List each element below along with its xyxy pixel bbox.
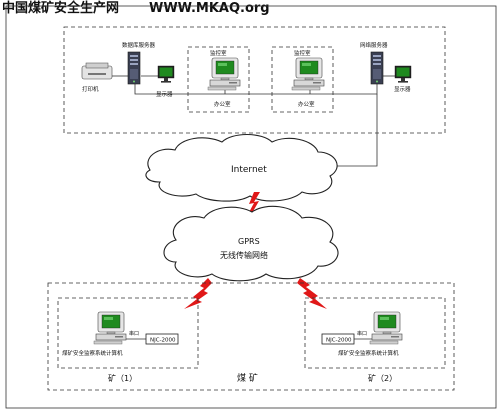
mine1-caption: 矿（1）	[108, 373, 137, 383]
lightning-bolt-icon-1	[245, 192, 260, 227]
mine2-computer-label: 煤矿安全监察系统计算机	[338, 349, 399, 357]
office2-computer-icon	[291, 57, 325, 91]
mine2-box	[304, 297, 446, 369]
mine2-port-label: 串口	[357, 331, 367, 337]
lightning-bolt-icon-2	[184, 278, 212, 309]
printer-icon	[81, 62, 113, 80]
office1-computer-icon	[207, 57, 241, 91]
internet-uplink	[328, 94, 378, 167]
office1-sub: 办公室	[214, 100, 231, 108]
outer-frame	[5, 5, 497, 409]
coal-mine-boundary	[47, 282, 455, 391]
mine2-caption: 矿（2）	[368, 373, 397, 383]
site-url: WWW.MKAQ.org	[149, 1, 270, 16]
gprs-label-2: 无线传输网络	[220, 250, 268, 260]
mine2-device-label: NJC-2000	[326, 338, 352, 344]
coal-mine-label: 煤 矿	[237, 372, 258, 384]
gprs-cloud	[163, 205, 339, 282]
mine1-device-label: NJC-2000	[150, 338, 176, 344]
web-server-icon	[370, 51, 384, 85]
db-monitor-label: 显示器	[156, 91, 173, 98]
office-lan-line	[134, 84, 378, 95]
site-name: 中国煤矿安全生产网	[2, 0, 119, 16]
office2-title: 监控室	[294, 49, 311, 57]
db-monitor-icon	[157, 65, 175, 84]
internet-cloud	[145, 133, 338, 202]
office-network-boundary	[63, 26, 446, 134]
web-monitor-icon	[394, 65, 412, 84]
office2-box	[271, 46, 334, 113]
office1-title: 监控室	[210, 49, 227, 57]
web-monitor-label: 显示器	[394, 86, 411, 93]
mine1-port-label: 串口	[129, 331, 139, 337]
office2-sub: 办公室	[298, 100, 315, 108]
internet-label: Internet	[231, 165, 267, 175]
mine1-computer-icon	[93, 311, 127, 345]
mine2-device-box	[321, 333, 355, 345]
db-server-label: 数据库服务器	[122, 41, 156, 49]
mine2-computer-icon	[369, 311, 403, 345]
mine1-device-box	[145, 333, 179, 345]
mine1-computer-label: 煤矿安全监察系统计算机	[62, 349, 123, 357]
db-server-icon	[127, 51, 141, 85]
mine1-box	[57, 297, 199, 369]
printer-label: 打印机	[82, 85, 99, 93]
lightning-bolt-icon-3	[297, 278, 327, 309]
office1-box	[187, 46, 250, 113]
gprs-label-1: GPRS	[238, 237, 260, 246]
web-server-label: 网络服务器	[360, 41, 388, 49]
